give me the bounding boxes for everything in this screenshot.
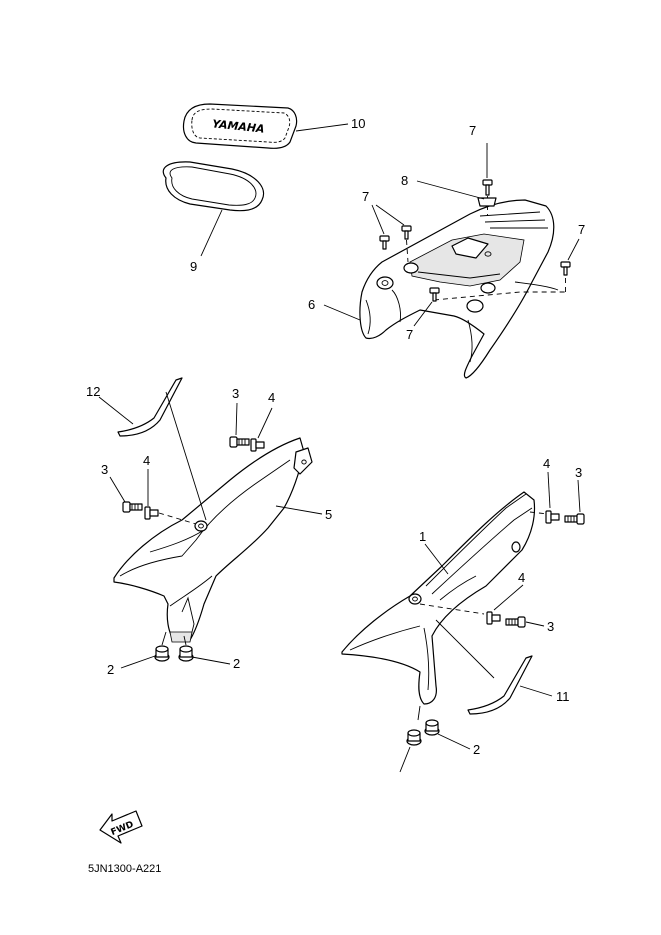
drawing-code: 5JN1300-A221 (88, 863, 161, 875)
forward-arrow-icon: FWD (99, 810, 143, 844)
cowl-screw-bottom (429, 287, 440, 302)
collar-left-lower (144, 506, 197, 525)
emblem-text: YAMAHA (212, 117, 266, 135)
label-9: 9 (190, 259, 197, 274)
bolt-left-upper (229, 436, 250, 448)
label-4-upper-left: 4 (268, 390, 275, 405)
label-3-lower-left: 3 (101, 462, 108, 477)
label-4-lower-left: 4 (143, 453, 150, 468)
cowl-screw-left-a (379, 235, 390, 250)
emblem-part-10: YAMAHA (182, 103, 298, 149)
leader-lines (98, 123, 581, 773)
label-1: 1 (419, 529, 426, 544)
cowl-screw-right (560, 261, 571, 296)
label-7-left: 7 (362, 189, 369, 204)
decal-strip-part-11 (467, 655, 533, 715)
seat-cowl-part-6 (359, 199, 566, 379)
bolt-right-lower (505, 616, 526, 628)
bolt-left-lower (122, 501, 143, 513)
label-12: 12 (86, 384, 100, 399)
bolt-right-upper (564, 513, 585, 525)
grommet-left-b (178, 645, 194, 662)
grommet-right-a (424, 719, 440, 736)
decal-strip-part-12 (117, 377, 183, 437)
label-2-left-b: 2 (233, 656, 240, 671)
label-7-top: 7 (469, 123, 476, 138)
side-cover-left-part-5 (113, 437, 313, 643)
clip-part-8 (477, 197, 497, 207)
grommet-right-b (406, 729, 422, 746)
collar-right-lower (486, 611, 501, 625)
collar-right-upper (545, 510, 560, 524)
label-7-right: 7 (578, 222, 585, 237)
label-3-upper-right: 3 (575, 465, 582, 480)
label-5: 5 (325, 507, 332, 522)
cowl-screw-left-b (401, 225, 412, 263)
label-4-lower-right: 4 (518, 570, 525, 585)
label-4-upper-right: 4 (543, 456, 550, 471)
gasket-part-9 (162, 161, 265, 212)
label-11: 11 (556, 689, 570, 704)
label-10: 10 (351, 116, 365, 131)
label-8: 8 (401, 173, 408, 188)
label-7-bottom: 7 (406, 327, 413, 342)
label-2-right: 2 (473, 742, 480, 757)
part-labels: 10 9 7 8 7 7 6 7 12 3 4 3 4 5 2 2 1 4 3 … (86, 116, 585, 757)
label-6: 6 (308, 297, 315, 312)
collar-left-upper (250, 438, 265, 452)
label-3-lower-right: 3 (547, 619, 554, 634)
label-3-upper-left: 3 (232, 386, 239, 401)
grommet-left-a (154, 645, 170, 662)
label-2-left-a: 2 (107, 662, 114, 677)
